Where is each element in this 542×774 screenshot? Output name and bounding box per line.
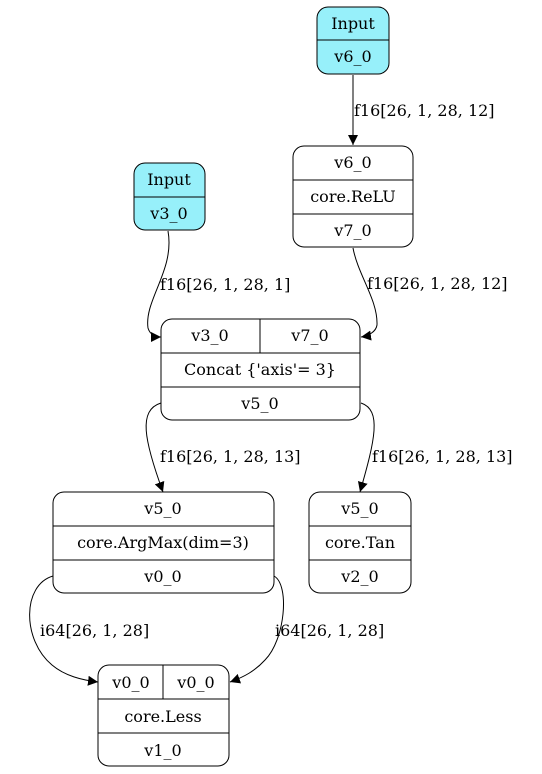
edge-label-relu-to-concat: f16[26, 1, 28, 12] <box>367 274 508 293</box>
node-tan-op: core.Tan <box>325 533 395 552</box>
node-argmax-output: v0_0 <box>143 567 181 586</box>
node-less-input-right: v0_0 <box>176 673 214 692</box>
node-tan-box <box>308 491 412 594</box>
node-input-v3-name: v3_0 <box>149 204 187 223</box>
edge-label-argmax-to-less-right: i64[26, 1, 28] <box>275 621 384 640</box>
node-tan-output: v2_0 <box>340 567 378 586</box>
node-concat-output: v5_0 <box>240 394 278 413</box>
node-relu[interactable]: v6_0 core.ReLU v7_0 <box>292 145 414 248</box>
node-input-v6-name: v6_0 <box>333 47 371 66</box>
node-concat-op: Concat {'axis'= 3} <box>184 360 336 379</box>
node-input-v3-type: Input <box>147 170 191 189</box>
node-argmax-box <box>52 491 275 594</box>
node-concat-input-left: v3_0 <box>190 326 228 345</box>
node-argmax-input: v5_0 <box>143 499 181 518</box>
node-tan[interactable]: v5_0 core.Tan v2_0 <box>308 491 412 594</box>
edge-input-v6-to-relu: f16[26, 1, 28, 12] <box>348 75 495 145</box>
node-argmax-op: core.ArgMax(dim=3) <box>77 533 249 552</box>
edge-label-input-v3-to-concat: f16[26, 1, 28, 1] <box>160 275 290 294</box>
edge-label-argmax-to-less-left: i64[26, 1, 28] <box>40 621 149 640</box>
node-input-v6-type: Input <box>331 14 375 33</box>
node-less[interactable]: v0_0 v0_0 core.Less v1_0 <box>97 664 230 767</box>
node-concat-input-right: v7_0 <box>290 326 328 345</box>
edge-concat-to-argmax: f16[26, 1, 28, 13] <box>145 402 301 493</box>
edge-concat-to-tan: f16[26, 1, 28, 13] <box>357 402 513 493</box>
edge-label-concat-to-argmax: f16[26, 1, 28, 13] <box>160 447 301 466</box>
edge-input-v3-to-concat: f16[26, 1, 28, 1] <box>147 230 290 342</box>
node-less-output: v1_0 <box>143 741 181 760</box>
edge-argmax-to-less-right: i64[26, 1, 28] <box>229 575 384 684</box>
edge-argmax-to-less-left: i64[26, 1, 28] <box>29 575 149 686</box>
node-relu-box <box>292 145 414 248</box>
node-relu-output: v7_0 <box>333 221 371 240</box>
node-tan-input: v5_0 <box>340 499 378 518</box>
edge-relu-to-concat: f16[26, 1, 28, 12] <box>352 247 508 341</box>
node-input-v6[interactable]: Input v6_0 <box>316 6 390 75</box>
node-input-v3[interactable]: Input v3_0 <box>133 162 206 231</box>
node-relu-input: v6_0 <box>333 153 371 172</box>
node-argmax[interactable]: v5_0 core.ArgMax(dim=3) v0_0 <box>52 491 275 594</box>
node-less-op: core.Less <box>124 707 201 726</box>
node-less-input-left: v0_0 <box>111 673 149 692</box>
edge-label-input-v6-to-relu: f16[26, 1, 28, 12] <box>354 101 495 120</box>
node-concat[interactable]: v3_0 v7_0 Concat {'axis'= 3} v5_0 <box>160 318 361 421</box>
edge-label-concat-to-tan: f16[26, 1, 28, 13] <box>372 447 513 466</box>
node-relu-op: core.ReLU <box>310 187 396 206</box>
